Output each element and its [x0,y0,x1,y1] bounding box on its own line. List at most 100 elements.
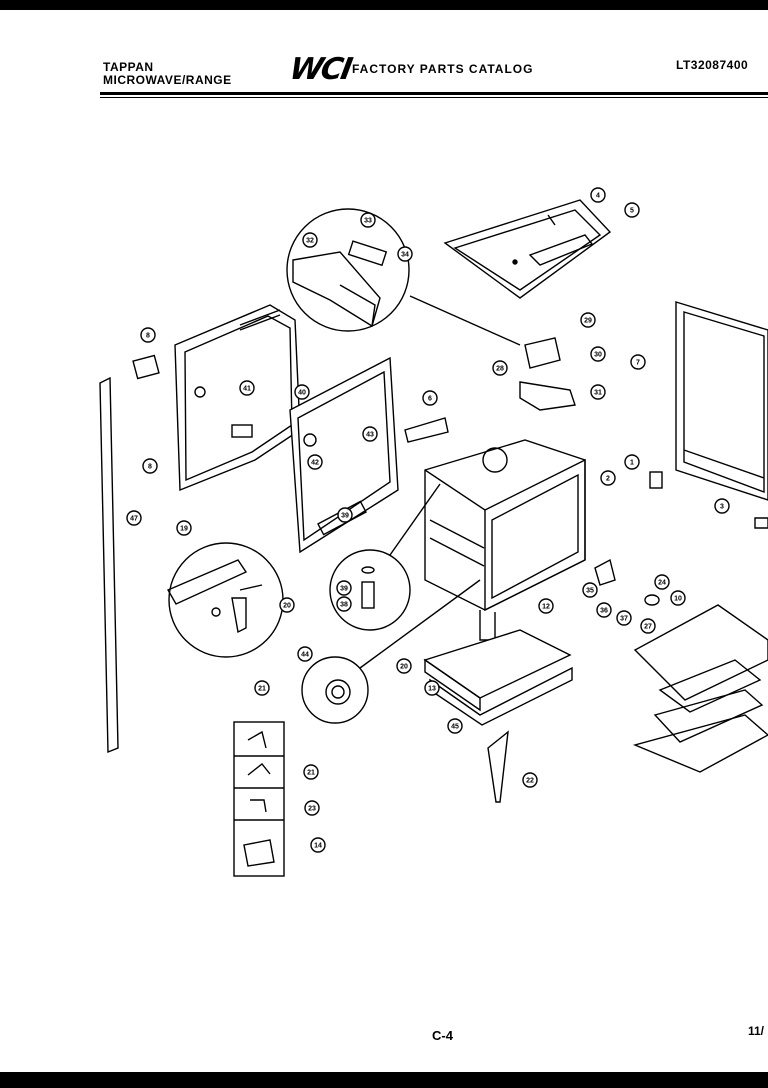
brand-label: TAPPAN MICROWAVE/RANGE [103,61,232,87]
catalog-title: FACTORY PARTS CATALOG [352,62,534,76]
callout-circle [397,246,413,262]
callout-37: 45 [447,718,463,734]
callout-18: 1 [624,454,640,470]
callout-circle [294,384,310,400]
callout-circle [140,327,156,343]
callout-circle [304,800,320,816]
callout-circle [447,718,463,734]
bottom-border-bar [0,1072,768,1088]
callout-label: 8 [148,464,152,471]
callout-0: 4 [590,187,606,203]
callout-label: 5 [630,208,634,215]
broiler-drawer-part [423,629,573,726]
callout-label: 21 [258,686,266,693]
element-part [487,730,509,803]
back-panel-part [174,304,301,492]
callout-19: 2 [600,470,616,486]
callout-label: 23 [308,806,316,813]
detail-circle-left [167,542,284,658]
brand-line-1: TAPPAN [103,60,154,74]
callout-label: 24 [658,580,666,587]
callout-circle [624,454,640,470]
callout-10: 41 [239,380,255,396]
callout-21: 19 [176,520,192,536]
callout-label: 42 [311,460,319,467]
callout-circle [522,772,538,788]
callout-label: 41 [243,386,251,393]
callout-13: 7 [630,354,646,370]
callout-label: 33 [364,218,372,225]
callout-label: 40 [298,390,306,397]
callout-40: 22 [522,772,538,788]
small-parts [132,337,768,606]
callout-circle [362,426,378,442]
callout-circle [714,498,730,514]
callout-35: 20 [396,658,412,674]
callout-circle [142,458,158,474]
callout-8: 28 [492,360,508,376]
callout-36: 13 [424,680,440,696]
callout-7: 30 [590,346,606,362]
callout-circle [580,312,596,328]
callout-12: 8 [142,458,158,474]
callout-label: 45 [451,724,459,731]
detail-circle-knob [301,579,481,724]
callout-circle [336,596,352,612]
callout-label: 32 [306,238,314,245]
callout-circle [336,580,352,596]
detail-circle-top [286,208,521,346]
callout-30: 12 [538,598,554,614]
door-assembly-part [632,604,768,773]
callout-6: 29 [580,312,596,328]
callout-circle [492,360,508,376]
callout-label: 2 [606,476,610,483]
callout-16: 42 [307,454,323,470]
callout-14: 6 [422,390,438,406]
callout-11: 40 [294,384,310,400]
callout-circle [422,390,438,406]
callout-41: 14 [310,837,326,853]
header-rule-thin [100,97,768,98]
callout-label: 14 [314,843,322,850]
callout-label: 13 [428,686,436,693]
callout-label: 6 [428,396,432,403]
callout-circle [279,597,295,613]
callout-label: 19 [180,526,188,533]
callout-4: 34 [397,246,413,262]
callout-circle [176,520,192,536]
callout-label: 8 [146,333,150,340]
right-side-panel [675,301,768,501]
trim-strip-part [99,376,119,754]
callout-label: 30 [594,352,602,359]
callout-25: 35 [582,582,598,598]
callout-39: 23 [304,800,320,816]
callout-9: 31 [590,384,606,400]
callout-32: 39 [336,580,352,596]
callout-label: 10 [674,596,682,603]
callout-circle [590,187,606,203]
top-panel-part [443,199,612,299]
page-number: C-4 [432,1028,453,1043]
callout-circle [239,380,255,396]
callout-label: 20 [400,664,408,671]
callout-28: 24 [654,574,670,590]
callout-circle [590,346,606,362]
callout-3: 32 [302,232,318,248]
callout-label: 36 [600,608,608,615]
callout-label: 44 [301,652,309,659]
callout-label: 37 [620,616,628,623]
callout-circle [360,212,376,228]
model-number: LT32087400 [676,58,749,72]
callout-circle [600,470,616,486]
callout-label: 27 [644,624,652,631]
callout-label: 47 [130,516,138,523]
callout-circle [654,574,670,590]
callout-circle [630,354,646,370]
callout-label: 39 [340,586,348,593]
callout-label: 29 [584,318,592,325]
callout-markers: 4533323482930283141408764342471231920102… [126,187,730,853]
callout-circle [310,837,326,853]
callout-circle [307,454,323,470]
callout-label: 21 [307,770,315,777]
callout-circle [590,384,606,400]
